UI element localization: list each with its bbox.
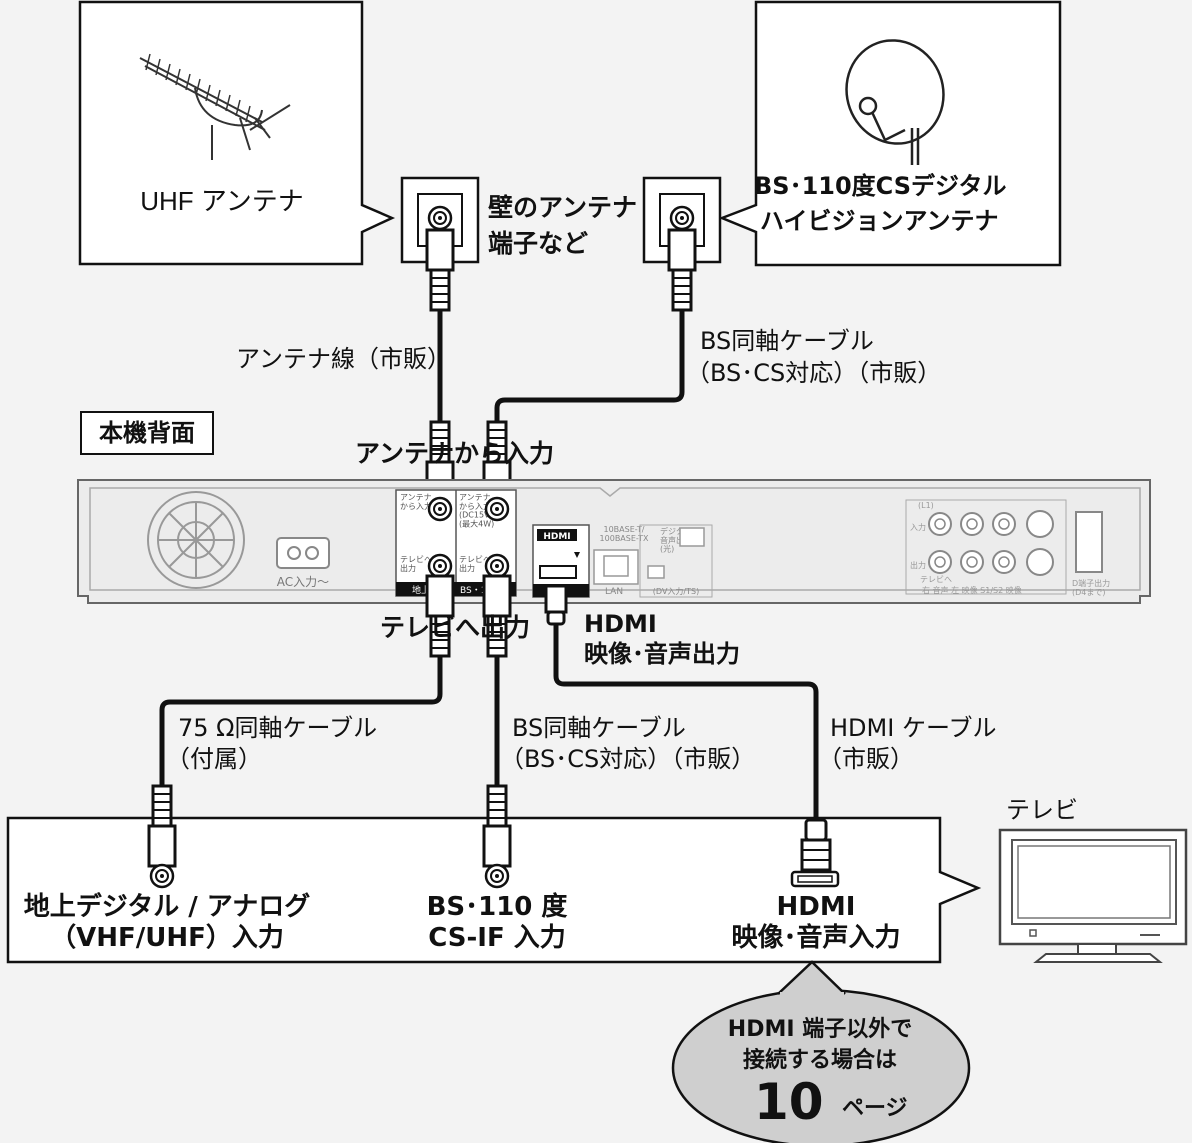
- av-bottom-label: 右 音声 左 映像 S1/S2 映像: [922, 585, 1022, 595]
- tv-output-label: テレビへ出力: [380, 613, 531, 642]
- dv-input-label: (DV入力/TS): [653, 586, 699, 596]
- callout-line-2: 接続する場合は: [742, 1048, 897, 1073]
- television-icon: [998, 828, 1188, 963]
- uhf-antenna-box: UHF アンテナ: [78, 0, 396, 266]
- bs-antenna-box: [718, 0, 1062, 267]
- uhf-antenna-icon: [139, 53, 291, 160]
- hdmi-plug-tv: [800, 818, 832, 872]
- digital-audio-label: デジタル音声出力(光): [660, 526, 692, 554]
- coax-jack-bs: [484, 863, 510, 889]
- cooling-fan-icon: [147, 491, 245, 589]
- av-in-label: (L1): [918, 501, 934, 510]
- device-rear-panel: AC入力～ 地上デ BS・11 アンテナから入力 アンテナから入力(DC15V)…: [77, 479, 1151, 604]
- hdmi-output-label-2: 映像･音声出力: [584, 640, 740, 668]
- hdmi-input-label-1: HDMI: [776, 892, 856, 922]
- satellite-dish-icon: [845, 39, 945, 165]
- av-terminals: [905, 499, 1103, 595]
- lan-top-label: 10BASE-T/100BASE-TX: [600, 525, 649, 543]
- bs-antenna-label-2: ハイビジョンアンテナ: [760, 207, 999, 235]
- bs-tag: BS・11: [460, 586, 492, 596]
- hdmi-output-label-1: HDMI: [584, 610, 657, 638]
- bs-cable-bottom-label-2: （BS･CS対応）（市販）: [500, 745, 756, 773]
- d-output-label: D端子出力(D4まで): [1072, 578, 1110, 597]
- hdmi-plug-device: [544, 584, 568, 626]
- hdmi-cable-label-2: （市販）: [818, 745, 914, 773]
- tv-out-1-label: テレビへ出力: [400, 555, 432, 573]
- bs-cable-top-label-2: （BS･CS対応）（市販）: [686, 359, 942, 387]
- hdmi-logo: HDMI: [543, 532, 570, 542]
- callout-line-1: HDMI 端子以外で: [727, 1017, 913, 1042]
- av-tv-label: テレビへ: [920, 575, 952, 584]
- terrestrial-input-label-2: （VHF/UHF）入力: [50, 923, 284, 953]
- lan-label: LAN: [605, 587, 623, 597]
- antenna-input-label: アンテナから入力: [355, 439, 555, 468]
- ant-in-bs-label: アンテナから入力(DC15V)(最大4W): [459, 493, 494, 528]
- bs-input-label-2: CS-IF 入力: [428, 923, 566, 953]
- device-title: 本機背面: [80, 411, 214, 455]
- hdmi-input-label-2: 映像･音声入力: [731, 923, 901, 953]
- callout-page-suffix: ページ: [842, 1096, 908, 1121]
- callout-page-number: 10: [754, 1073, 824, 1131]
- coax-cable-label-1: 75 Ω同軸ケーブル: [178, 714, 378, 742]
- tv-input-box: [6, 816, 982, 964]
- ac-input-label: AC入力～: [277, 575, 329, 589]
- coax-cable-label-2: （付属）: [166, 745, 262, 773]
- wall-terminal-label-1: 壁のアンテナ: [488, 193, 638, 222]
- bs-cable-top-label-1: BS同軸ケーブル: [700, 327, 874, 355]
- terrestrial-input-label-1: 地上デジタル / アナログ: [23, 892, 311, 922]
- tv-out-2-label: テレビへ出力: [459, 555, 491, 573]
- av-in-side-label: 入力: [910, 522, 926, 532]
- ac-inlet: AC入力～: [276, 537, 330, 589]
- antenna-cable-label: アンテナ線（市販）: [236, 345, 452, 373]
- page-reference-callout: [671, 960, 971, 1143]
- bs-antenna-label-1: BS･110度CSデジタル: [754, 172, 1007, 200]
- digital-audio-port: デジタル音声出力(光) (DV入力/TS): [639, 524, 713, 598]
- cables: [159, 306, 819, 818]
- uhf-antenna-label: UHF アンテナ: [140, 186, 304, 216]
- wall-terminal-label-2: 端子など: [488, 229, 589, 258]
- bs-input-label-1: BS･110 度: [426, 892, 568, 922]
- hdmi-jack-tv: [790, 870, 840, 888]
- tv-title: テレビ: [1006, 796, 1078, 824]
- hdmi-cable-label-1: HDMI ケーブル: [830, 714, 997, 742]
- bs-cable-bottom-label-1: BS同軸ケーブル: [512, 714, 686, 742]
- coax-jack-terrestrial: [149, 863, 175, 889]
- lan-port: 10BASE-T/100BASE-TX LAN: [593, 525, 649, 597]
- av-out-side-label: 出力: [910, 560, 926, 570]
- ant-in-terrestrial-label: アンテナから入力: [400, 493, 432, 511]
